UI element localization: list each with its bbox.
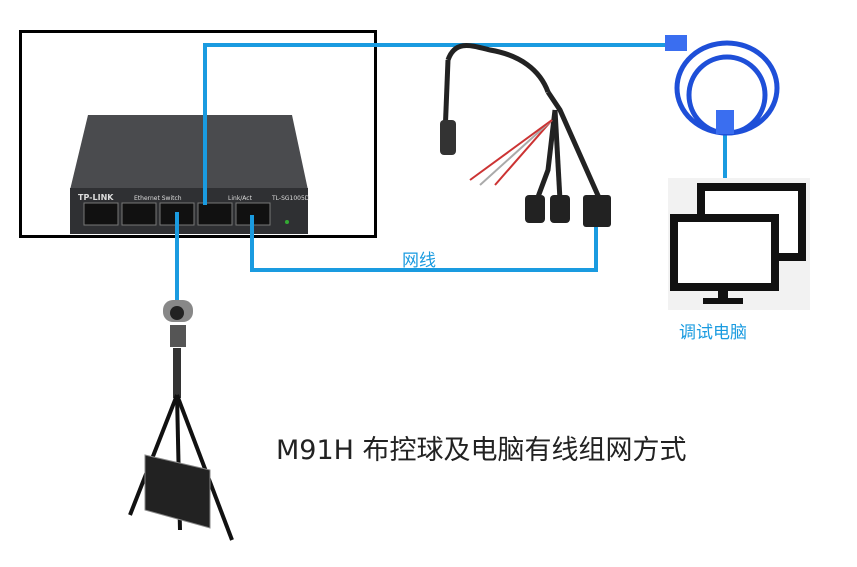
cable-harness — [442, 43, 603, 206]
computer-icon — [668, 178, 810, 310]
switch-model: TL-SG1005D — [272, 195, 310, 202]
switch-type: Ethernet Switch — [134, 195, 182, 202]
switch-brand: TP-LINK — [78, 193, 114, 202]
ptz-camera — [128, 300, 234, 541]
network-cables — [175, 43, 727, 300]
diagram-title: M91H 布控球及电脑有线组网方式 — [276, 435, 687, 466]
switch-port-label: Link/Act — [228, 195, 252, 202]
cable-label: 网线 — [402, 251, 436, 271]
switch-frame — [19, 30, 377, 238]
pc-label: 调试电脑 — [679, 323, 747, 343]
network-switch — [70, 115, 308, 234]
